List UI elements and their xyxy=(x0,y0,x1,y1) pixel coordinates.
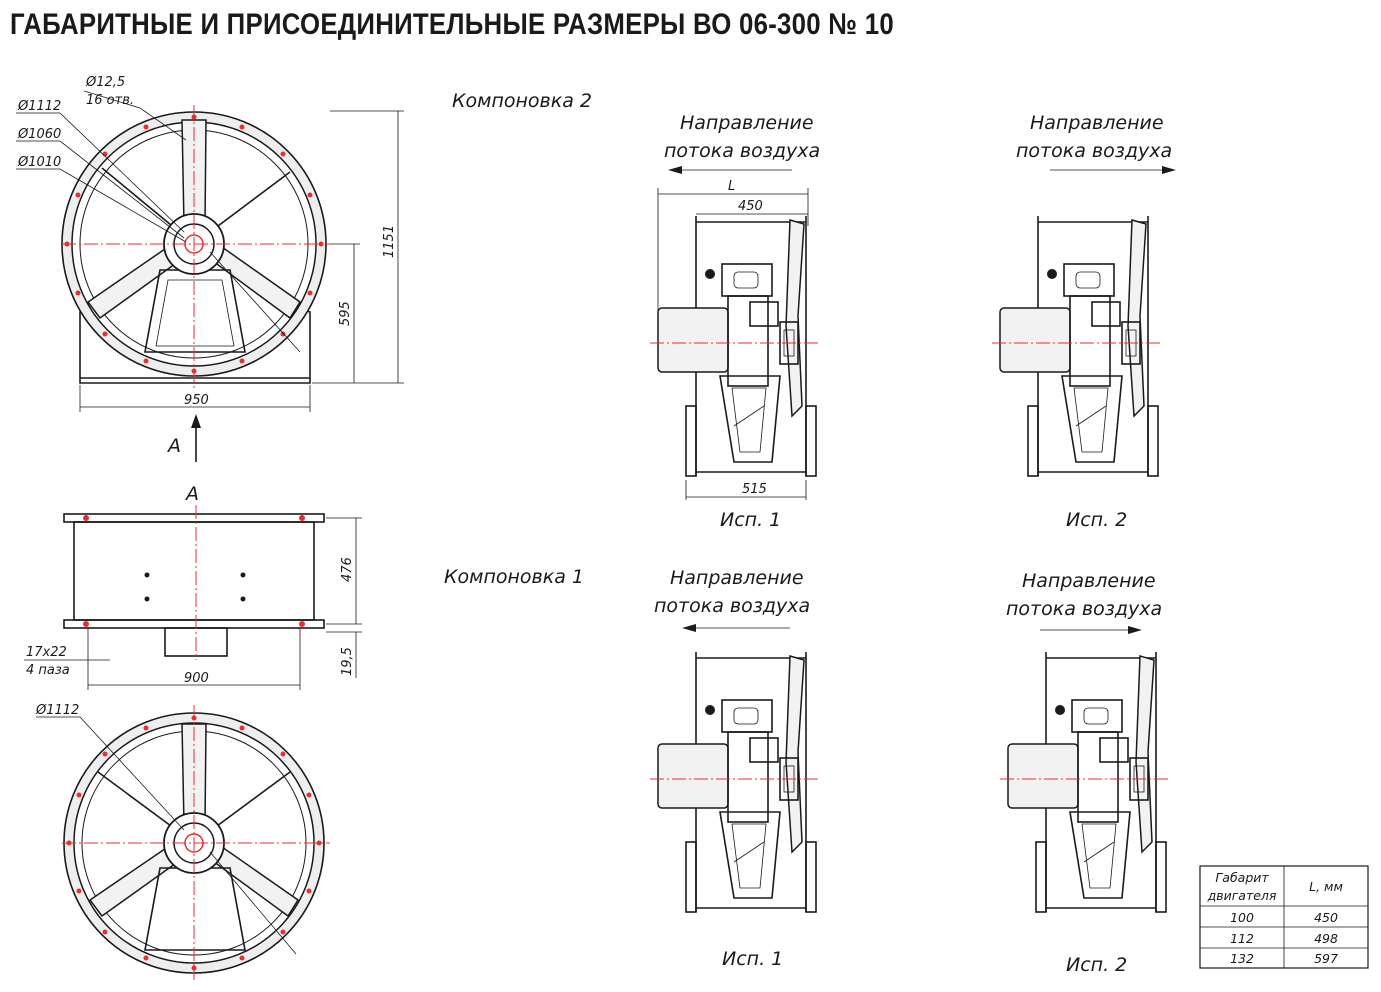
layout1-version1: Направление потока воздуха Исп. 1 xyxy=(649,567,821,970)
l2v2-flow-line2: потока воздуха xyxy=(1016,140,1172,162)
table-row-size: 112 xyxy=(1230,931,1254,946)
front-axis-height: 595 xyxy=(338,301,353,326)
l2v2-caption: Исп. 2 xyxy=(1066,509,1127,531)
table-row-size: 100 xyxy=(1230,910,1254,925)
front-height-total: 1151 xyxy=(382,225,397,258)
bottom-dia-1112: Ø1112 xyxy=(35,703,79,718)
side-base-length: 900 xyxy=(184,671,209,686)
layout1-version2: Направление потока воздуха Исп. 2 xyxy=(999,570,1171,976)
side-depth: 476 xyxy=(340,557,355,582)
front-dia-1010: Ø1010 xyxy=(17,155,61,170)
front-hole-count: 16 отв. xyxy=(86,93,134,108)
side-slot-count: 4 паза xyxy=(26,663,70,678)
side-view: A 476 19,5 900 17x22 4 паза xyxy=(24,483,362,690)
front-dia-1112: Ø1112 xyxy=(17,99,61,114)
l1v2-flow-line1: Направление xyxy=(1022,570,1156,592)
layout2-version2: Направление потока воздуха Исп. 2 xyxy=(991,112,1176,531)
front-hole-dia: Ø12,5 xyxy=(85,75,125,90)
bottom-front-view: Ø1112 xyxy=(35,703,330,980)
front-view: Ø12,5 16 отв. Ø1112 Ø1060 Ø1010 1151 595… xyxy=(16,75,404,462)
layout2-label: Компоновка 2 xyxy=(452,90,592,112)
side-foot: 19,5 xyxy=(340,647,355,676)
side-slot-size: 17x22 xyxy=(26,645,67,660)
table-row-L: 498 xyxy=(1314,931,1338,946)
motor-table: Габарит двигателя L, мм 100 450 112 498 … xyxy=(1199,865,1369,969)
l1v1-flow-line2: потока воздуха xyxy=(654,595,810,617)
table-header-size-line2: двигателя xyxy=(1207,888,1277,903)
l2v1-dim-L: L xyxy=(728,179,735,194)
l1v1-caption: Исп. 1 xyxy=(722,948,783,970)
front-view-mark: A xyxy=(166,435,181,457)
l1v1-flow-line1: Направление xyxy=(670,567,804,589)
l2v1-dim-515: 515 xyxy=(742,482,767,497)
table-header-L: L, мм xyxy=(1309,879,1343,894)
drawing-title: ГАБАРИТНЫЕ И ПРИСОЕДИНИТЕЛЬНЫЕ РАЗМЕРЫ В… xyxy=(10,8,894,41)
layout2-version1: Направление потока воздуха L 450 515 Исп… xyxy=(649,112,821,531)
front-base-width: 950 xyxy=(184,393,209,408)
l1v2-flow-line2: потока воздуха xyxy=(1006,598,1162,620)
front-dia-1060: Ø1060 xyxy=(17,127,61,142)
l2v1-flow-line1: Направление xyxy=(680,112,814,134)
side-view-mark: A xyxy=(184,483,199,505)
l1v2-caption: Исп. 2 xyxy=(1066,954,1127,976)
l2v1-flow-line2: потока воздуха xyxy=(664,140,820,162)
table-header-size-line1: Габарит xyxy=(1215,870,1269,885)
l2v1-caption: Исп. 1 xyxy=(720,509,781,531)
layout1-label: Компоновка 1 xyxy=(444,566,584,588)
table-row-size: 132 xyxy=(1230,951,1254,966)
table-row-L: 597 xyxy=(1314,951,1338,966)
table-row-L: 450 xyxy=(1314,910,1338,925)
l2v1-dim-450: 450 xyxy=(738,199,763,214)
l2v2-flow-line1: Направление xyxy=(1030,112,1164,134)
